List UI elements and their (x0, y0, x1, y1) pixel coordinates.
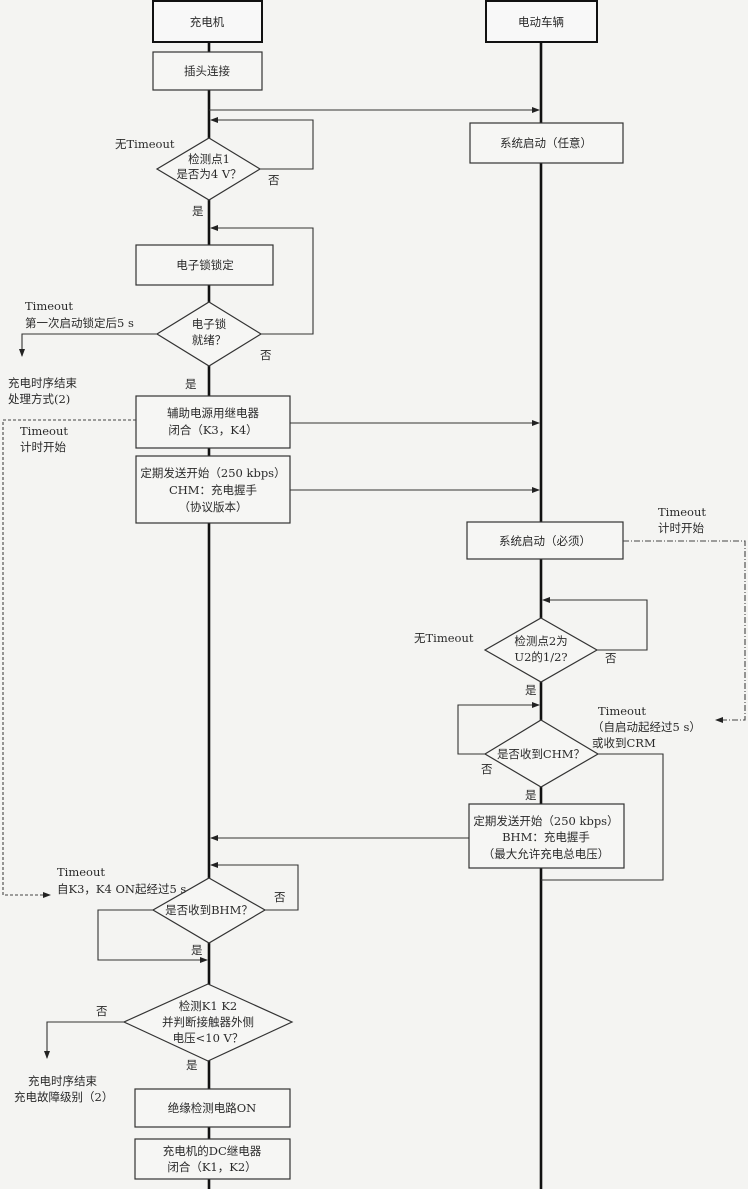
vd2-label: 是否收到CHM？ (497, 747, 585, 761)
d3-timeout-cond: 自K3，K4 ON起经过5 s (57, 882, 186, 896)
dc-line1: 充电机的DC继电器 (163, 1144, 262, 1158)
d4-end-line1: 充电时序结束 (28, 1074, 97, 1088)
vehicle-start-any-label: 系统启动（任意） (500, 136, 592, 150)
plug-connect-box: 插头连接 (152, 51, 263, 91)
vehicle-header: 电动车辆 (485, 0, 598, 43)
insulation-check-box: 绝缘检测电路ON (134, 1088, 291, 1128)
d3-no-loop (210, 862, 299, 911)
chm-received-diamond: 是否收到CHM？ (483, 719, 600, 788)
bhm-send-box: 定期发送开始（250 kbps） BHM：充电握手 （最大允许充电总电压） (468, 803, 625, 869)
chm-line3: （协议版本） (179, 500, 248, 514)
d1-no-label: 否 (268, 173, 280, 187)
d2-timeout-label: Timeout (25, 299, 73, 313)
d1-yes-label: 是 (192, 204, 204, 218)
d4-yes-label: 是 (186, 1058, 198, 1072)
d2-line1: 电子锁 (192, 317, 227, 331)
d2-line2: 就绪？ (192, 333, 227, 347)
lock-box: 电子锁锁定 (135, 244, 274, 286)
d2-yes-label: 是 (185, 377, 197, 391)
d4-line2: 并判断接触器外侧 (162, 1015, 254, 1029)
aux-line1: 辅助电源用继电器 (167, 406, 259, 420)
d4-end-line2: 充电故障级别（2） (14, 1090, 113, 1104)
d1-line2: 是否为4 V？ (176, 167, 241, 181)
vd1-line1: 检测点2为 (514, 634, 567, 648)
vehicle-start-must-label: 系统启动（必须） (499, 534, 591, 548)
d3-no-label: 否 (274, 890, 286, 904)
lock-label: 电子锁锁定 (176, 258, 234, 272)
lock-ready-diamond: 电子锁 就绪？ (155, 301, 263, 367)
vd2-timeout-line (541, 753, 664, 881)
bhm-line1: 定期发送开始（250 kbps） (473, 814, 618, 828)
d1-line1: 检测点1 (188, 152, 230, 166)
vd2-timeout-cond: （自启动起经过5 s） (592, 720, 701, 734)
vehicle-timeout-dashdot-line (623, 540, 746, 723)
vd1-line2: U2的1/2? (514, 650, 567, 664)
vd1-no-loop (542, 597, 648, 651)
d2-timeout-arrow (19, 333, 157, 357)
charger-header-label: 充电机 (190, 15, 225, 29)
d2-end-line1: 充电时序结束 (8, 376, 77, 390)
d1-no-timeout-note: 无Timeout (115, 137, 175, 151)
aux-relay-box: 辅助电源用继电器 闭合（K3，K4） (135, 395, 291, 449)
vehicle-timeout-label: Timeout (658, 505, 706, 519)
d4-no-label: 否 (96, 1004, 108, 1018)
aux-line2: 闭合（K3，K4） (168, 423, 257, 437)
check-point2-diamond: 检测点2为 U2的1/2? (483, 617, 599, 683)
aux-timeout-dashed-line (2, 419, 136, 898)
bhm-line2: BHM：充电握手 (502, 830, 590, 844)
d4-line3: 电压<10 V？ (173, 1031, 244, 1045)
aux-timeout-start: 计时开始 (20, 440, 66, 454)
d4-line1: 检测K1 K2 (179, 999, 237, 1013)
d3-yes-label: 是 (191, 943, 203, 957)
d1-no-loop (210, 117, 314, 170)
vd2-no-label: 否 (481, 762, 493, 776)
vehicle-header-label: 电动车辆 (518, 15, 564, 29)
chm-line2: CHM：充电握手 (169, 483, 257, 497)
k1k2-check-diamond: 检测K1 K2 并判断接触器外侧 电压<10 V？ (122, 983, 294, 1062)
plug-connect-label: 插头连接 (184, 64, 230, 78)
vehicle-timeout-start: 计时开始 (658, 521, 704, 535)
bhm-received-diamond: 是否收到BHM？ (151, 877, 267, 944)
vd2-timeout-label: Timeout (598, 704, 646, 718)
bhm-line3: （最大允许充电总电压） (483, 847, 610, 861)
d2-timeout-cond: 第一次启动锁定后5 s (25, 316, 134, 330)
dc-line2: 闭合（K1，K2） (167, 1160, 256, 1174)
vehicle-start-must-box: 系统启动（必须） (466, 521, 624, 560)
vd1-no-timeout-note: 无Timeout (414, 631, 474, 645)
d3-label: 是否收到BHM？ (165, 903, 253, 917)
d2-end-line2: 处理方式(2) (8, 392, 70, 406)
vd2-timeout-crm: 或收到CRM (592, 736, 656, 750)
vd1-no-label: 否 (605, 651, 617, 665)
vd2-yes-label: 是 (525, 788, 537, 802)
vehicle-start-any-box: 系统启动（任意） (469, 122, 624, 164)
aux-timeout-label: Timeout (20, 424, 68, 438)
vd1-yes-label: 是 (525, 683, 537, 697)
d3-timeout-label: Timeout (57, 865, 105, 879)
dc-relay-box: 充电机的DC继电器 闭合（K1，K2） (134, 1138, 291, 1180)
check-point1-diamond: 检测点1 是否为4 V？ (155, 137, 262, 201)
d2-no-label: 否 (260, 348, 272, 362)
d2-no-loop (210, 225, 314, 335)
chm-line1: 定期发送开始（250 kbps） (140, 466, 285, 480)
chm-send-box: 定期发送开始（250 kbps） CHM：充电握手 （协议版本） (135, 455, 291, 524)
d4-no-arrow (44, 1021, 124, 1059)
insulation-label: 绝缘检测电路ON (168, 1101, 257, 1115)
d3-timeout-loop (97, 909, 208, 963)
charger-header: 充电机 (152, 0, 263, 43)
vd2-no-loop (457, 702, 540, 755)
